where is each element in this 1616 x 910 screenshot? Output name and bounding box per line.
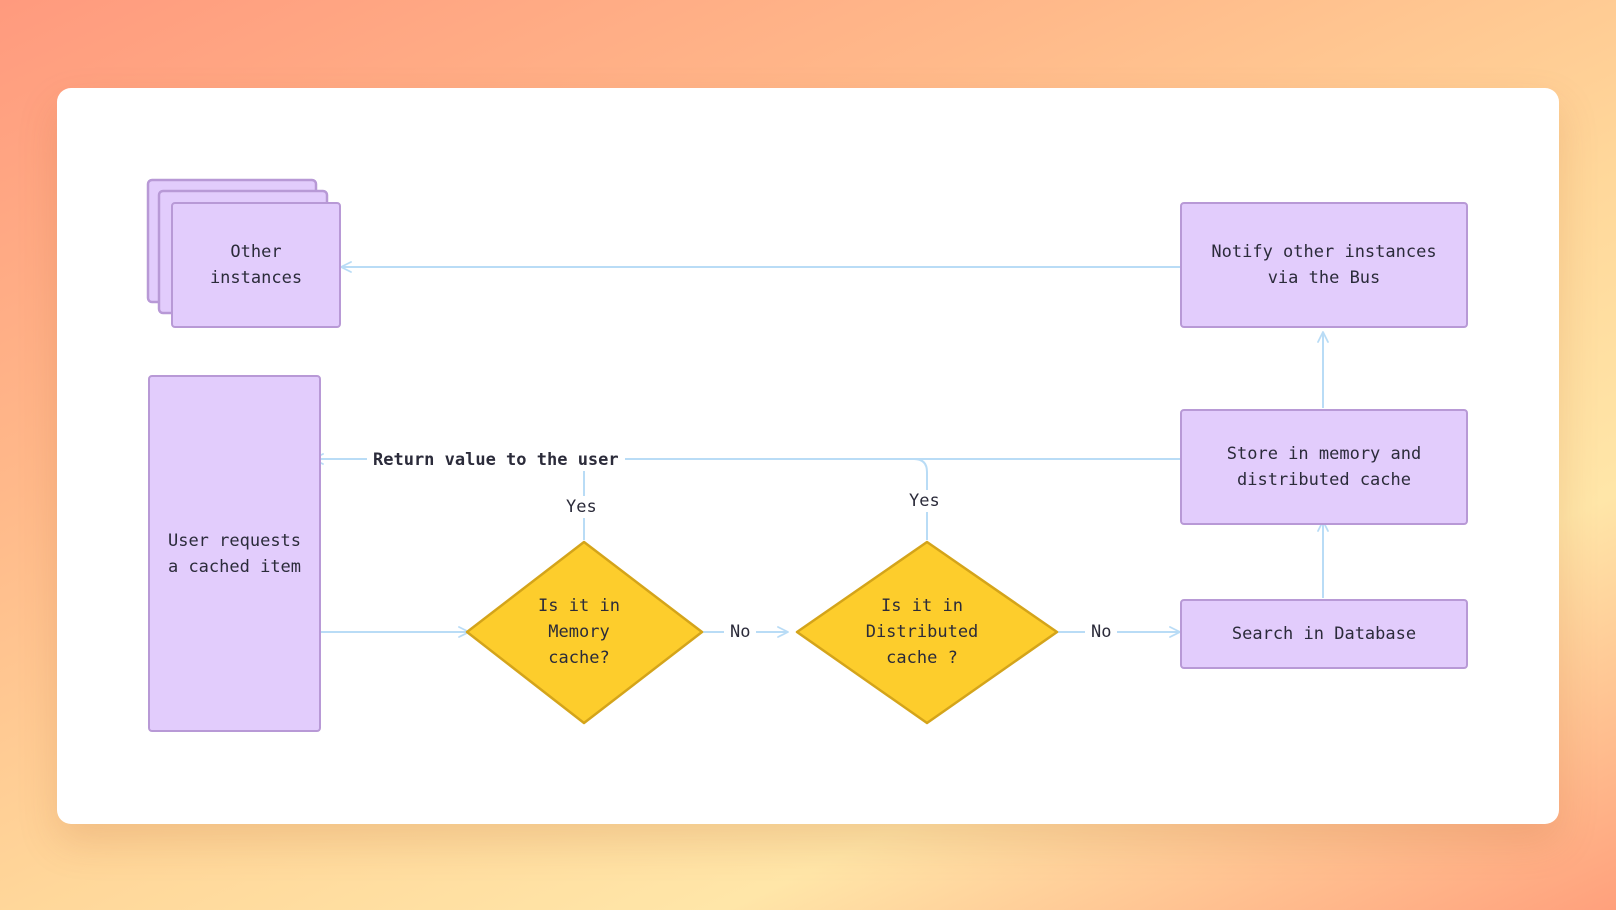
decision-memory-shape (465, 540, 704, 725)
edge-label-return-value: Return value to the user (367, 449, 625, 471)
node-other-instances: Other instances (171, 202, 341, 328)
edge-label-yes-memory: Yes (560, 496, 603, 518)
decision-distributed-shape (795, 540, 1059, 725)
edge-label-no-distributed: No (1085, 621, 1118, 643)
node-other-instances-label: Other instances (209, 242, 303, 288)
node-store-cache: Store in memory and distributed cache (1180, 409, 1468, 525)
node-notify-other-instances: Notify other instances via the Bus (1180, 202, 1468, 328)
decision-memory-label: Is it in Memory cache? (538, 596, 620, 668)
node-user-requests-label: User requests a cached item (167, 530, 302, 577)
edge-label-yes-distributed: Yes (903, 490, 946, 512)
node-search-database: Search in Database (1180, 599, 1468, 669)
edge-distributed-yes (913, 458, 928, 540)
diagram-canvas: Other instances Notify other instances v… (57, 88, 1559, 824)
edge-label-no-memory: No (724, 621, 757, 643)
node-user-requests: User requests a cached item (148, 375, 321, 732)
node-search-label: Search in Database (1231, 624, 1417, 644)
node-notify-label: Notify other instances via the Bus (1211, 242, 1437, 288)
node-store-label: Store in memory and distributed cache (1226, 444, 1422, 490)
decision-distributed-label: Is it in Distributed cache ? (865, 596, 979, 668)
